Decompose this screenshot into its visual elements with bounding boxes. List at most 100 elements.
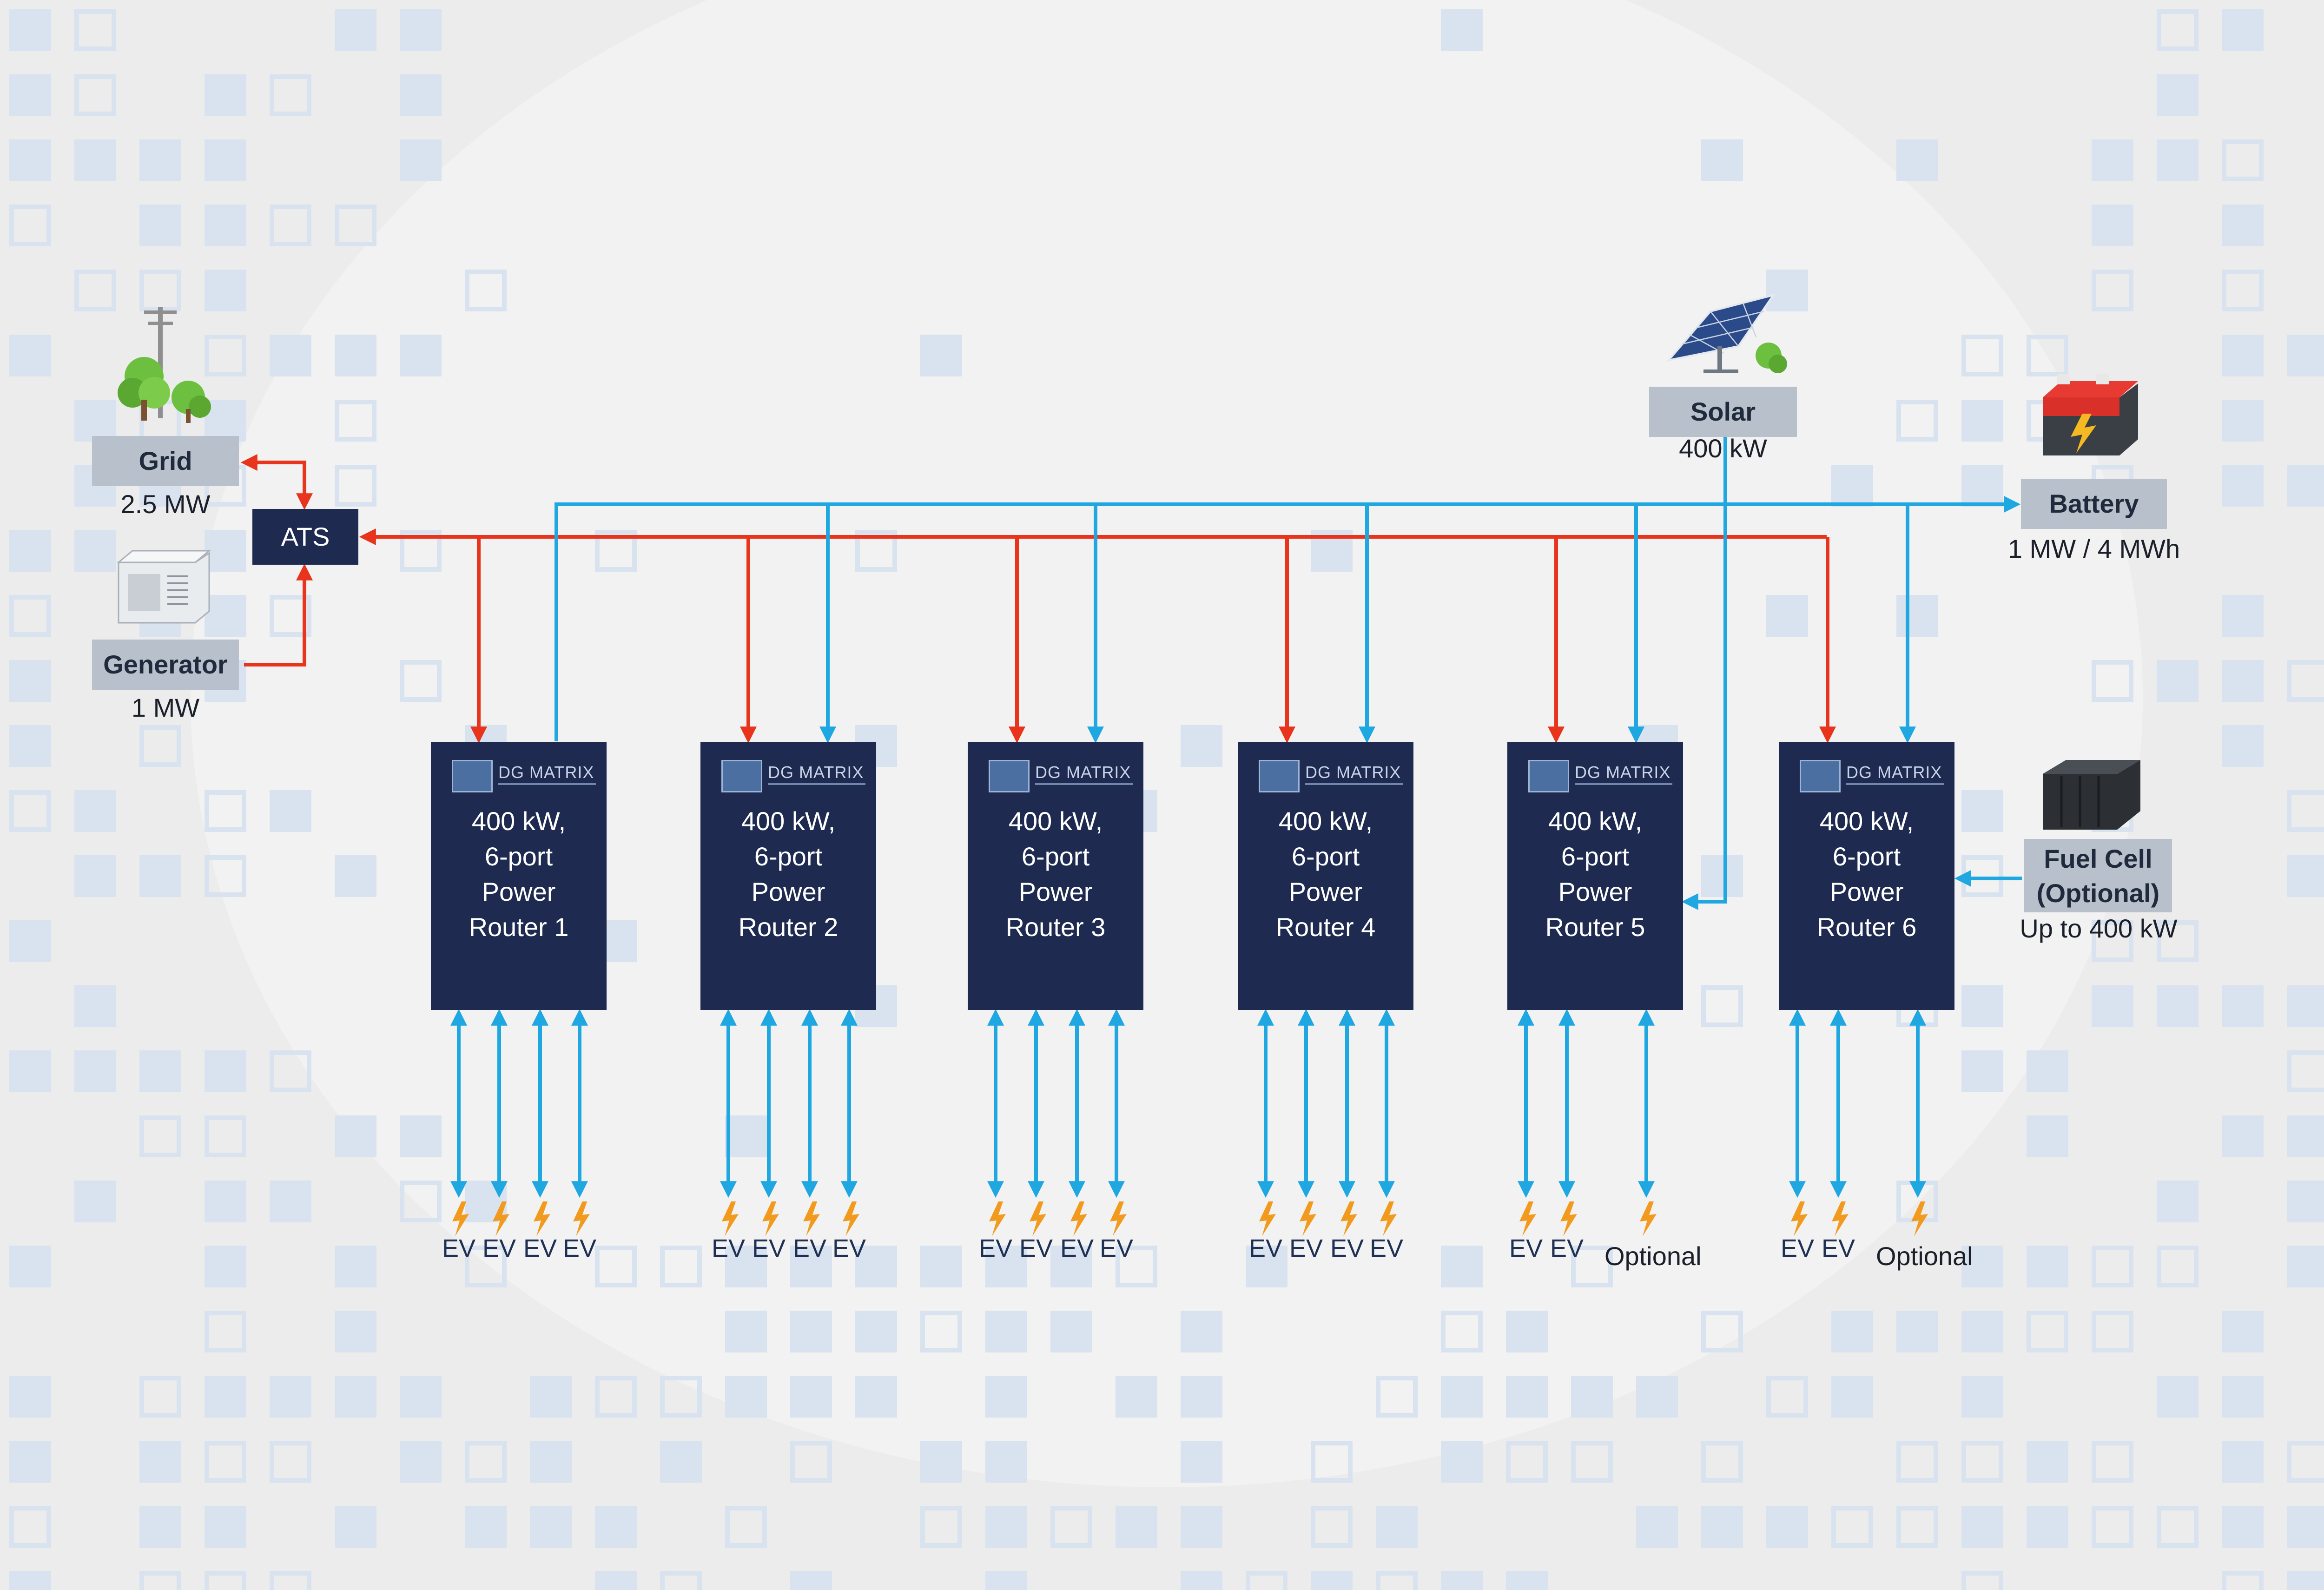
bg-tile — [1766, 595, 1808, 637]
bg-tile-outline — [270, 1050, 311, 1092]
bg-tile-outline — [400, 530, 442, 572]
bg-tile-outline — [920, 1311, 962, 1352]
bg-tile — [2287, 1246, 2324, 1287]
bg-tile — [2287, 1115, 2324, 1157]
bg-tile-outline — [9, 1506, 51, 1548]
bg-tile-outline — [74, 74, 116, 116]
bg-tile-outline — [1961, 1441, 2003, 1483]
bg-tile-outline — [1376, 1571, 1418, 1590]
bg-tile-outline — [725, 1506, 767, 1548]
bg-tile — [1961, 985, 2003, 1027]
ev-output-label: EV — [482, 1234, 516, 1262]
bg-tile — [1181, 1571, 1222, 1590]
bg-tile — [530, 1506, 572, 1548]
solar-panel-icon — [1666, 293, 1787, 373]
logo-tagline-mark — [1846, 783, 1944, 785]
bg-tile — [920, 1246, 962, 1287]
bg-tile — [985, 1246, 1027, 1287]
bg-tile — [74, 790, 116, 832]
bg-tile — [2092, 985, 2133, 1027]
battery-label: Battery — [2021, 479, 2167, 529]
router-text-line1: 400 kW, — [1008, 806, 1103, 836]
logo-chip-icon — [1528, 760, 1569, 792]
ev-output-label: EV — [1821, 1234, 1855, 1262]
bg-tile — [1896, 1311, 1938, 1352]
bg-tile — [9, 1050, 51, 1092]
bg-tile — [855, 1376, 897, 1418]
router-text-line2: 6-port — [1291, 842, 1360, 871]
bg-tile — [985, 1571, 1027, 1590]
bg-tile — [400, 1441, 442, 1483]
optional-output-label: Optional — [1604, 1241, 1702, 1271]
bg-tile-outline — [1896, 400, 1938, 442]
bg-tile — [1961, 465, 2003, 507]
bg-tile — [2222, 1115, 2264, 1157]
bg-tile-outline — [9, 205, 51, 246]
bg-tile — [270, 1181, 311, 1222]
bg-tile-outline — [1116, 1246, 1157, 1287]
bg-tile — [270, 790, 311, 832]
bg-tile — [9, 74, 51, 116]
bg-tile — [400, 335, 442, 376]
grid-ats-link — [240, 454, 313, 510]
bg-tile — [400, 139, 442, 181]
bg-tile-outline — [855, 530, 897, 572]
bg-tile — [1961, 400, 2003, 442]
bg-tile — [1961, 1376, 2003, 1418]
bg-tile — [2157, 139, 2199, 181]
bg-tile — [595, 1571, 637, 1590]
bg-tile-outline — [205, 1311, 246, 1352]
bg-tile-outline — [2157, 9, 2199, 51]
ev-output-label: EV — [1060, 1234, 1094, 1262]
ev-output-label: EV — [1369, 1234, 1404, 1262]
bg-tile — [2287, 1181, 2324, 1222]
bg-tile — [9, 1376, 51, 1418]
generator-ats-link — [244, 563, 313, 666]
bg-tile — [2027, 1506, 2068, 1548]
bg-tile-outline — [400, 1181, 442, 1222]
bg-tile — [465, 1506, 507, 1548]
bg-tile — [1246, 1246, 1287, 1287]
bg-tile — [2222, 595, 2264, 637]
router-text-line2: 6-port — [1561, 842, 1630, 871]
bg-tile-outline — [595, 1246, 637, 1287]
bg-tile-outline — [2222, 1571, 2264, 1590]
logo-brand: DG MATRIX — [1846, 763, 1942, 782]
ev-output-label: EV — [792, 1234, 827, 1262]
ev-output-label: EV — [752, 1234, 786, 1262]
bg-tile-outline — [660, 1376, 702, 1418]
bg-tile-outline — [2157, 1506, 2199, 1548]
bg-tile — [2092, 139, 2133, 181]
grid-label: Grid — [92, 436, 239, 486]
dg-matrix-logo: DG MATRIX — [1800, 760, 1948, 792]
ats-switch: ATS — [252, 509, 358, 565]
bg-tile — [205, 270, 246, 311]
router-text-line4: Router 6 — [1816, 912, 1917, 942]
bg-tile — [2287, 335, 2324, 376]
bg-tile-outline — [139, 1376, 181, 1418]
bg-tile — [985, 1376, 1027, 1418]
bg-tile — [205, 205, 246, 246]
bg-tile-outline — [1246, 1571, 1287, 1590]
bg-tile — [855, 1246, 897, 1287]
logo-tagline-mark — [1575, 783, 1672, 785]
router-text-line3: Power — [1558, 877, 1632, 906]
bg-tile — [74, 1050, 116, 1092]
logo-tagline-mark — [1035, 783, 1133, 785]
bg-tile-outline — [2287, 660, 2324, 702]
router-text-line2: 6-port — [1832, 842, 1901, 871]
router-text-line1: 400 kW, — [471, 806, 566, 836]
dc-bus-line — [555, 496, 2021, 741]
bg-tile — [595, 1506, 637, 1548]
fuel-cell-label-line1: Fuel Cell — [2044, 844, 2152, 873]
bg-tile-outline — [270, 205, 311, 246]
bg-tile — [1961, 1246, 2003, 1287]
battery-icon — [2043, 374, 2138, 455]
bg-tile — [1116, 1376, 1157, 1418]
bg-tile-outline — [270, 1571, 311, 1590]
bg-tile — [335, 1506, 376, 1548]
bg-tile — [1961, 1311, 2003, 1352]
bg-tile — [1376, 1506, 1418, 1548]
